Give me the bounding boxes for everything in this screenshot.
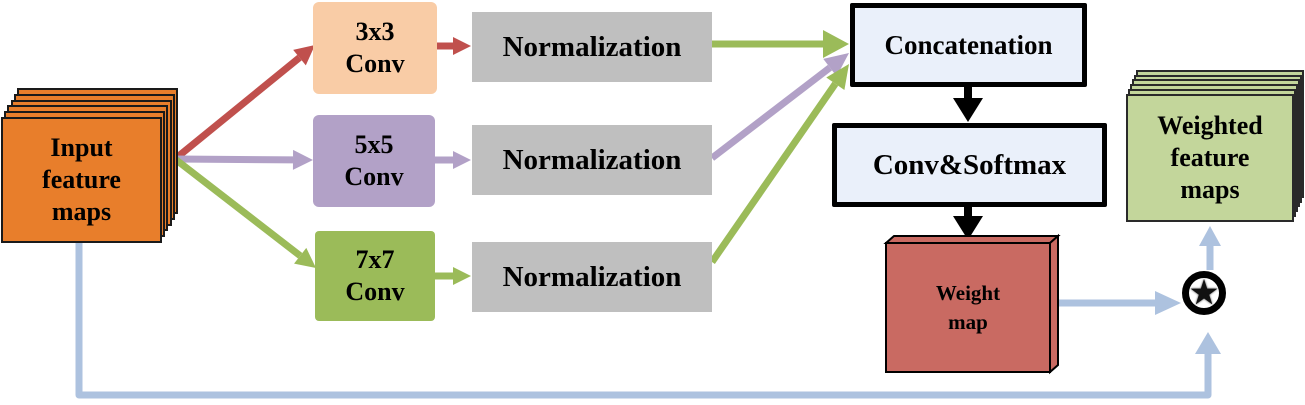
edge-input-skip-to-multiply-arrowhead bbox=[1195, 332, 1221, 354]
weight-map-front-face bbox=[885, 242, 1051, 373]
edge-norm2-concatenation bbox=[709, 64, 833, 161]
edge-input-conv7x7-arrowhead bbox=[294, 247, 316, 268]
concatenation-node: Concatenation bbox=[850, 3, 1087, 87]
edge-input-conv5x5-arrowhead bbox=[292, 149, 313, 170]
normalization-1-label: Normalization bbox=[502, 30, 682, 63]
edge-conv5x5-normalization-arrowhead bbox=[453, 151, 471, 169]
normalization-2-node: Normalization bbox=[472, 125, 712, 195]
conv-7x7-node: 7x7 Conv bbox=[315, 231, 435, 321]
normalization-2-label: Normalization bbox=[502, 143, 682, 176]
conv-softmax-label: Conv&Softmax bbox=[872, 148, 1067, 181]
edge-multiply-weighted-arrowhead bbox=[1199, 226, 1221, 246]
weight-map-right-face bbox=[1049, 233, 1059, 375]
edge-conv7x7-normalization-arrowhead bbox=[453, 267, 471, 285]
edge-input-conv5x5 bbox=[174, 155, 294, 164]
weight-map-label: Weight map bbox=[935, 281, 1001, 334]
edge-norm1-concatenation-arrowhead bbox=[823, 30, 849, 58]
conv-7x7-label: 7x7 Conv bbox=[345, 244, 405, 307]
concatenation-label: Concatenation bbox=[884, 29, 1053, 60]
edge-input-skip-to-multiply bbox=[75, 240, 1212, 399]
input-feature-maps-node: Input feature maps bbox=[1, 117, 162, 243]
weighted-feature-maps-node: Weighted feature maps bbox=[1126, 94, 1294, 222]
conv-3x3-node: 3x3 Conv bbox=[313, 2, 437, 94]
edge-input-conv7x7 bbox=[172, 156, 303, 259]
conv-5x5-label: 5x5 Conv bbox=[344, 129, 404, 192]
edge-weightmap-multiply-arrowhead bbox=[1155, 291, 1181, 315]
input-feature-maps-label: Input feature maps bbox=[42, 133, 121, 226]
edge-conv3x3-normalization-arrowhead bbox=[453, 37, 471, 55]
weight-map-node: Weight map bbox=[886, 243, 1050, 372]
conv-softmax-node: Conv&Softmax bbox=[832, 123, 1107, 207]
input-stack-layer bbox=[1, 117, 162, 243]
conv-3x3-label: 3x3 Conv bbox=[345, 16, 405, 79]
weight-map-top-face bbox=[883, 235, 1061, 244]
normalization-3-label: Normalization bbox=[502, 260, 682, 293]
weighted-stack-layer bbox=[1126, 94, 1294, 222]
normalization-3-node: Normalization bbox=[472, 242, 712, 312]
multiply-star-node: ★ bbox=[1182, 271, 1226, 315]
edge-concat-convsoftmax-arrowhead bbox=[953, 98, 983, 122]
multiply-star-icon: ★ bbox=[1190, 274, 1218, 310]
edge-norm3-concatenation bbox=[709, 81, 839, 264]
conv-5x5-node: 5x5 Conv bbox=[313, 115, 435, 207]
weighted-feature-maps-label: Weighted feature maps bbox=[1157, 111, 1263, 204]
edge-convsoftmax-weightmap-arrowhead bbox=[953, 216, 983, 240]
edge-norm3-concatenation-arrowhead bbox=[826, 64, 849, 90]
edge-norm2-concatenation-arrowhead bbox=[823, 53, 849, 77]
edge-input-conv3x3 bbox=[172, 54, 302, 162]
normalization-1-node: Normalization bbox=[472, 12, 712, 82]
edge-input-conv3x3-arrowhead bbox=[293, 45, 315, 66]
